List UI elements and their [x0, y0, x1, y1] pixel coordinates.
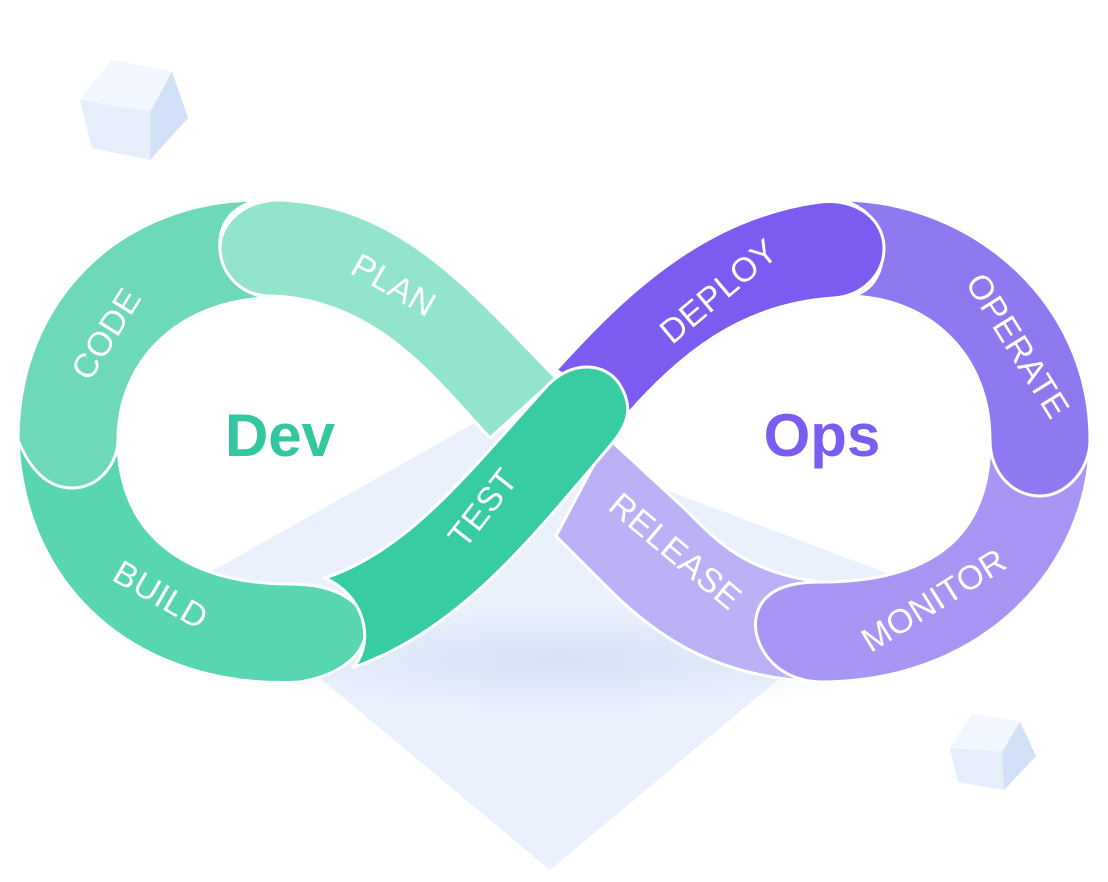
- ops-label: Ops: [764, 402, 881, 469]
- segment-deploy: [553, 200, 886, 418]
- cube-top-left: [80, 60, 188, 160]
- cube-bottom-right: [950, 714, 1036, 790]
- segment-test: [320, 365, 630, 670]
- segment-monitor: [753, 439, 1092, 684]
- segment-build: [16, 439, 368, 684]
- dev-label: Dev: [225, 402, 336, 469]
